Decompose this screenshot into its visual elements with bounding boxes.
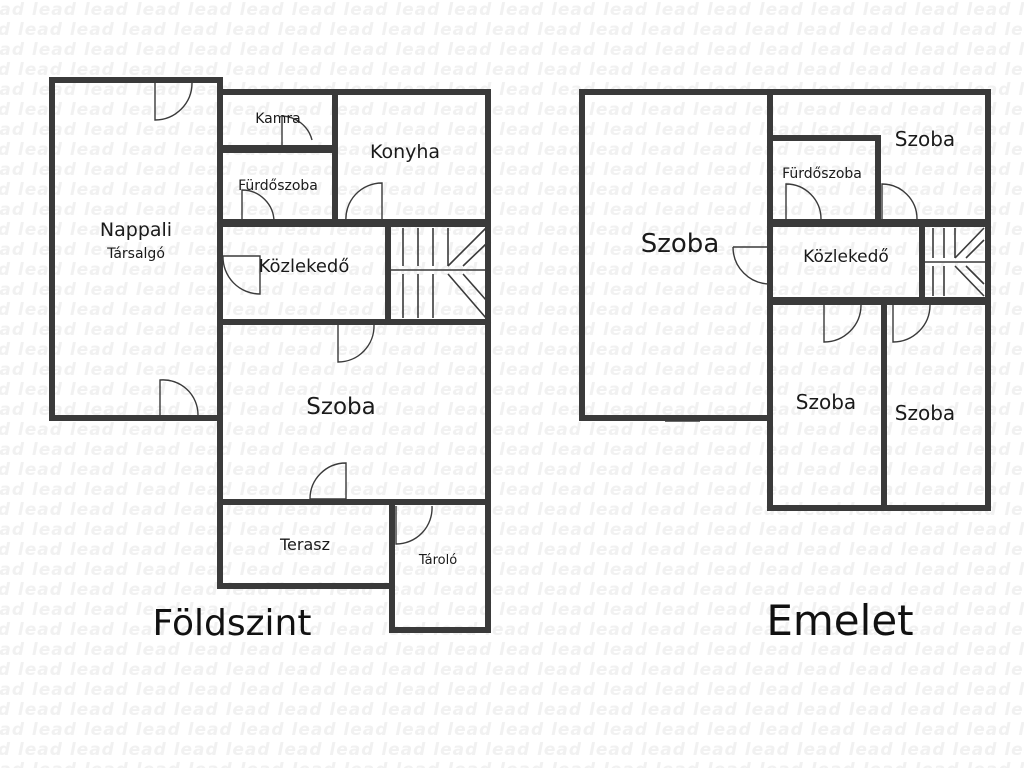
label-szoba: Szoba xyxy=(306,394,375,420)
ground-stairs xyxy=(388,227,488,319)
label-terasz: Terasz xyxy=(279,535,330,554)
ground-labels: Nappali Társalgó Kamra Konyha Fürdőszoba… xyxy=(100,111,457,568)
label-szoba-large: Szoba xyxy=(641,229,720,259)
label-tarsalgo: Társalgó xyxy=(106,246,165,262)
label-kozlekedo: Közlekedő xyxy=(259,256,350,277)
label-kamra: Kamra xyxy=(255,111,301,127)
ground-floor-plan xyxy=(49,77,491,633)
label-szoba-bottom-right: Szoba xyxy=(895,401,955,425)
label-furdoszoba: Fürdőszoba xyxy=(238,178,318,194)
label-szoba-bottom-left: Szoba xyxy=(796,390,856,414)
upper-doors xyxy=(665,183,931,422)
tarolo-walls xyxy=(389,499,491,633)
label-nappali: Nappali xyxy=(100,219,172,241)
label-tarolo: Tároló xyxy=(418,553,457,568)
label-upper-furdoszoba: Fürdőszoba xyxy=(782,166,862,182)
upper-stairs xyxy=(922,227,988,297)
label-szoba-top-right: Szoba xyxy=(895,127,955,151)
ground-floor-caption: Földszint xyxy=(153,603,312,644)
ground-doors xyxy=(154,82,433,545)
label-konyha: Konyha xyxy=(370,141,440,163)
upper-labels: Szoba Szoba Fürdőszoba Közlekedő Szoba S… xyxy=(641,127,955,425)
label-upper-kozlekedo: Közlekedő xyxy=(803,247,889,267)
upper-floor-plan xyxy=(579,89,991,511)
upper-floor-caption: Emelet xyxy=(766,596,913,645)
szoba-bottom-right-walls xyxy=(881,299,991,511)
